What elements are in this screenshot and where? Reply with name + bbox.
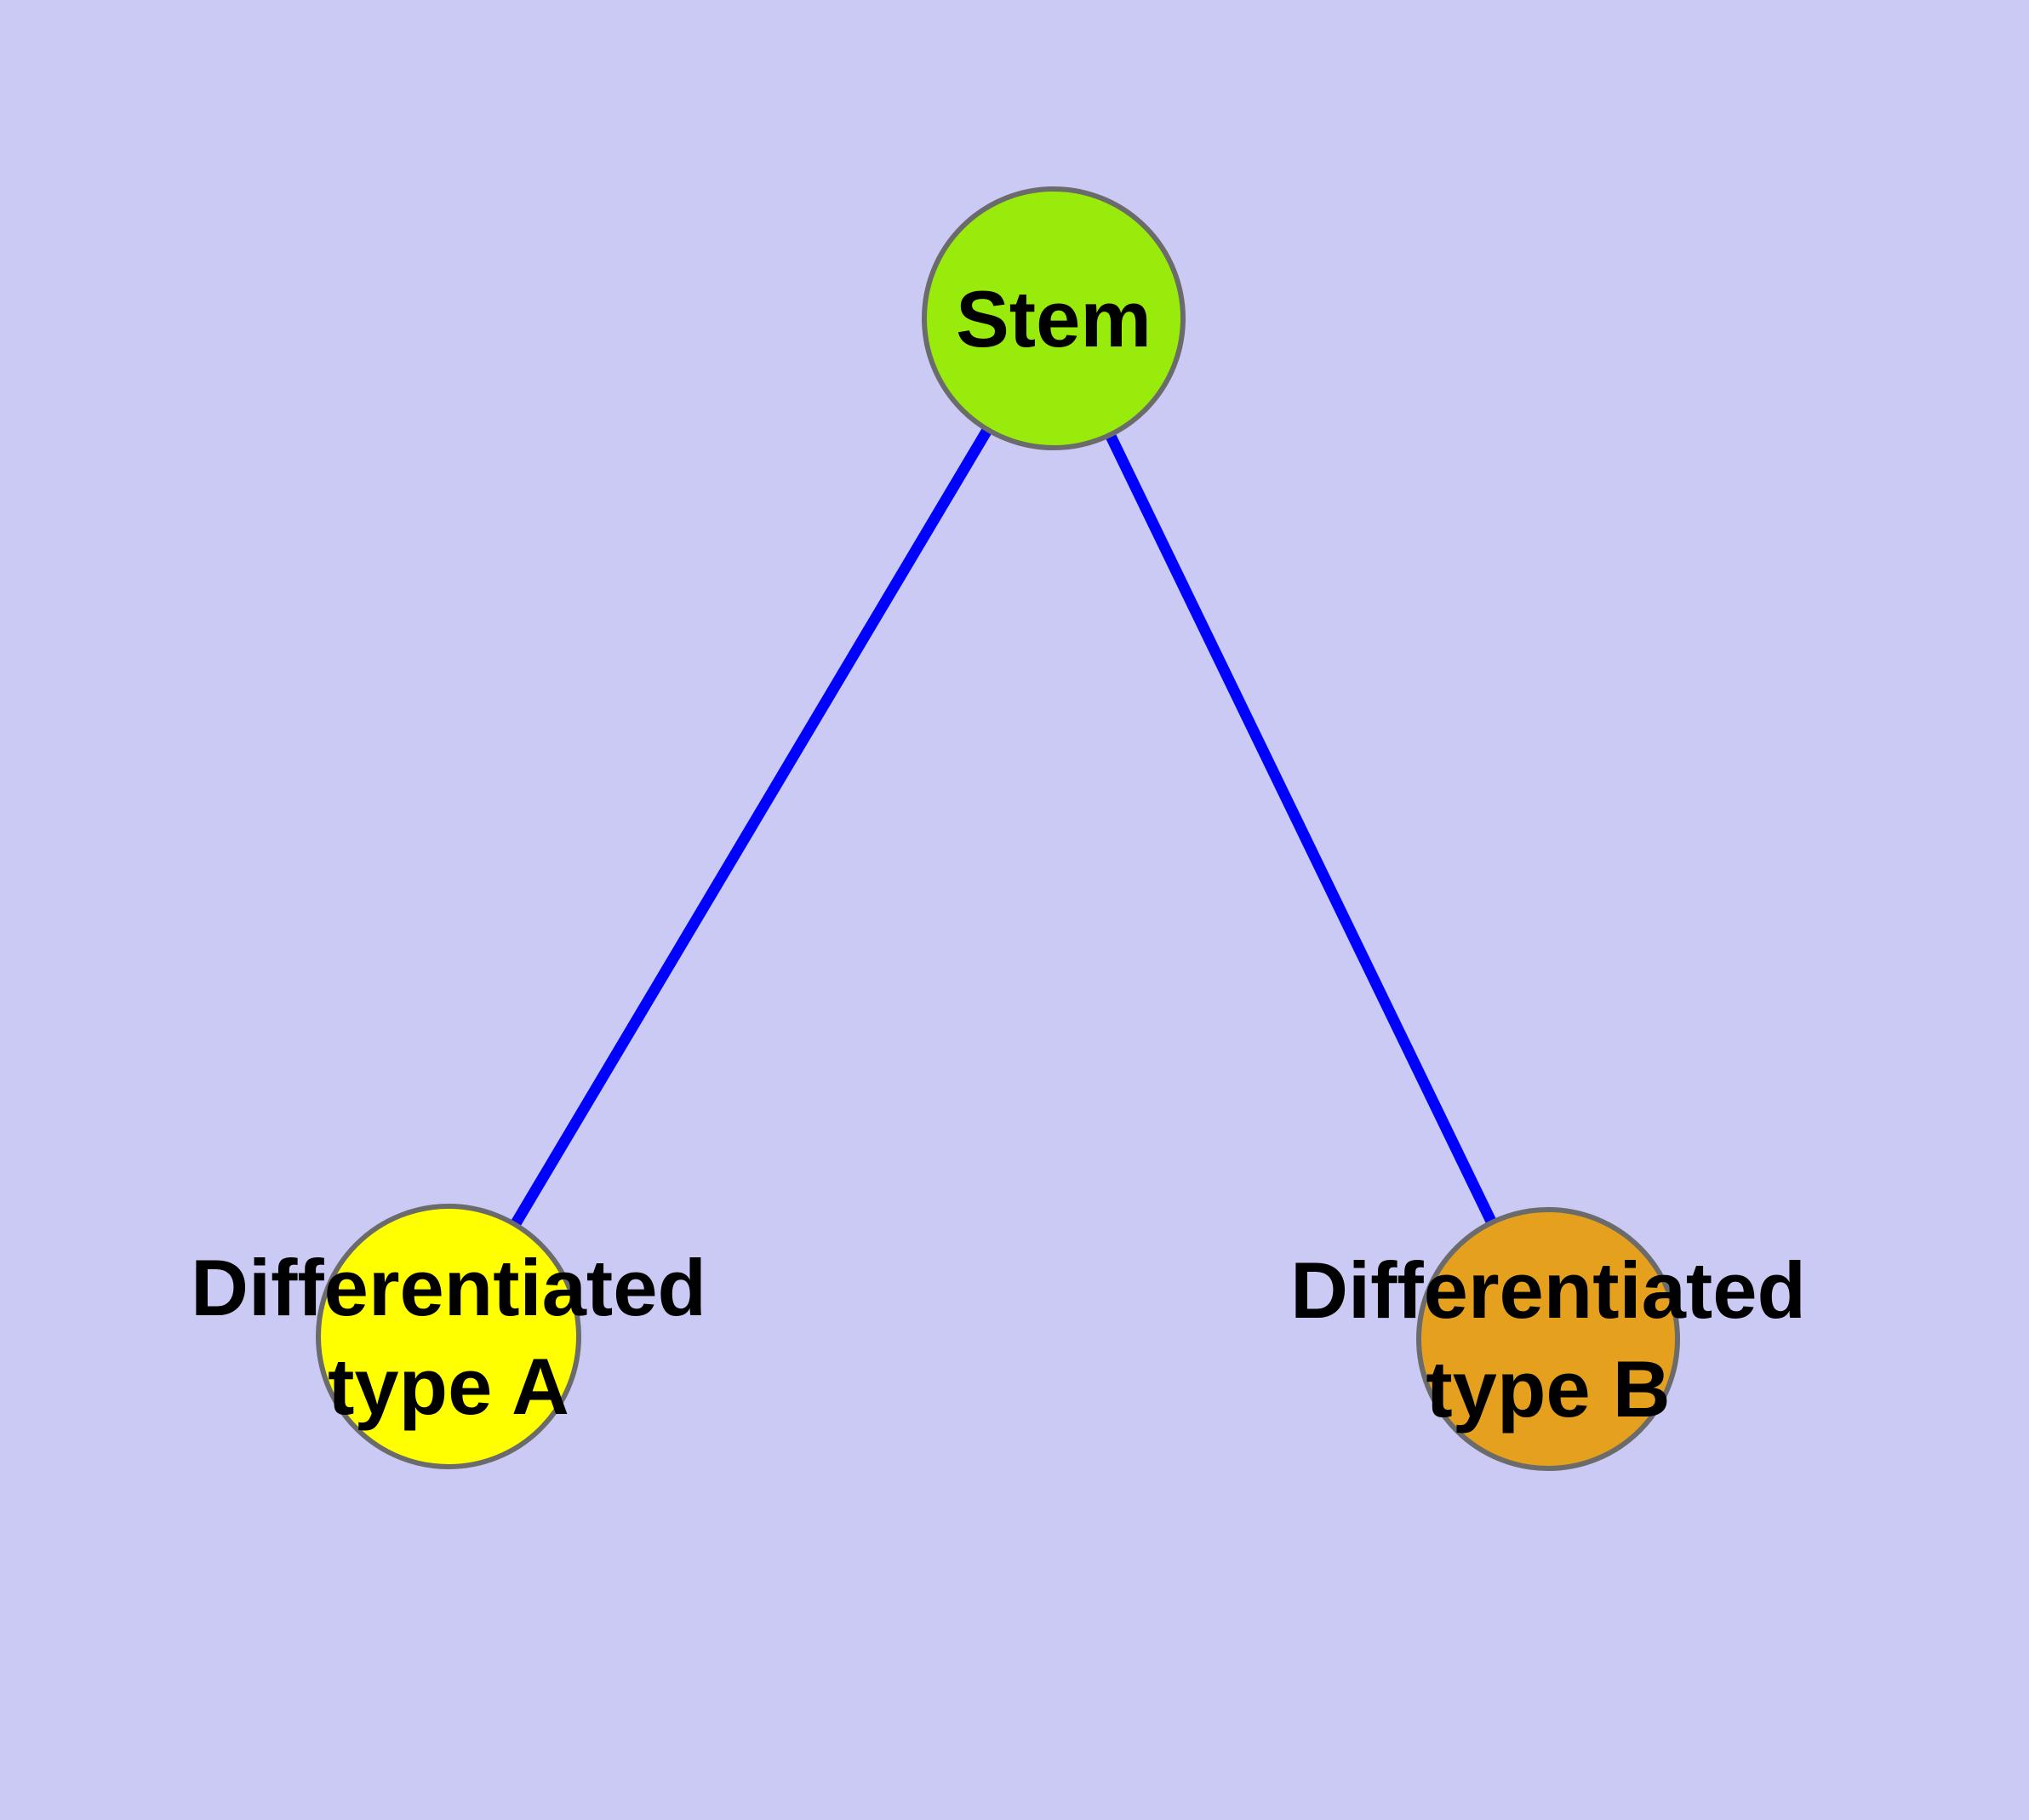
node-differentiated-type-a-label-line1: Differentiated: [191, 1243, 706, 1332]
node-differentiated-type-b-label-line1: Differentiated: [1290, 1245, 1806, 1335]
node-differentiated-type-b-label-line2: type B: [1426, 1344, 1670, 1434]
edge-layer: [443, 315, 1553, 1342]
node-differentiated-type-a-circle: [316, 1204, 581, 1469]
node-differentiated-type-a: Differentiated type A: [191, 1204, 706, 1469]
node-layer: Stem Differentiated type A Differentiate…: [191, 186, 1806, 1471]
node-stem-label: Stem: [956, 274, 1152, 363]
node-differentiated-type-b-circle: [1416, 1207, 1680, 1471]
node-stem-circle: [922, 186, 1186, 450]
node-stem: Stem: [922, 186, 1186, 450]
node-differentiated-type-a-label-line2: type A: [328, 1342, 569, 1431]
edge-stem-to-type-a: [443, 315, 1059, 1340]
edge-stem-to-type-b: [1049, 316, 1553, 1342]
node-differentiated-type-b: Differentiated type B: [1290, 1207, 1806, 1471]
